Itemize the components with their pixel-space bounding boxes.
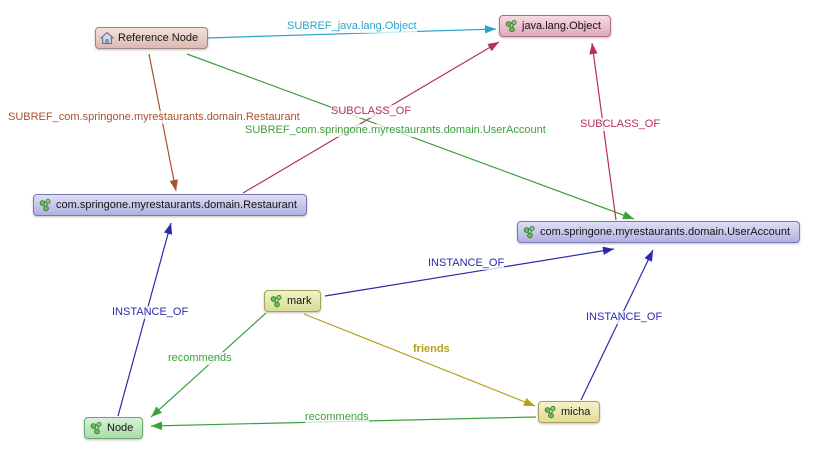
edge-arrowhead-instance-of-node (164, 223, 173, 235)
edge-arrowhead-subref-useraccount (622, 211, 634, 220)
edge-label-friends: friends (413, 343, 450, 356)
graph-node-icon (522, 225, 536, 239)
edge-arrowhead-recommends-mark-node (151, 406, 162, 417)
node-micha[interactable]: micha (538, 401, 601, 423)
node-restaurant-class[interactable]: com.springone.myrestaurants.domain.Resta… (33, 194, 307, 216)
node-useraccount-class[interactable]: com.springone.myrestaurants.domain.UserA… (517, 221, 801, 243)
graph-node-icon (38, 198, 52, 212)
edge-label-subref-restaurant: SUBREF_com.springone.myrestaurants.domai… (8, 111, 300, 124)
node-label: micha (561, 406, 591, 418)
edge-label-instance-of-micha: INSTANCE_OF (586, 311, 663, 324)
graph-node-icon (269, 294, 283, 308)
node-node[interactable]: Node (84, 417, 144, 439)
edge-instance-of-node[interactable] (117, 222, 172, 417)
edge-instance-of-mark[interactable] (324, 248, 615, 297)
edge-arrowhead-subclass-of-useraccount (589, 43, 598, 55)
edge-label-subref-object: SUBREF_java.lang.Object (287, 20, 417, 33)
edge-arrowhead-subref-object (484, 25, 496, 34)
edge-subref-object[interactable] (206, 28, 497, 39)
edge-recommends-mark-node[interactable] (150, 312, 267, 418)
edge-friends[interactable] (303, 313, 536, 407)
node-label: java.lang.Object (522, 20, 601, 32)
graph-node-icon (504, 19, 518, 33)
edge-label-subref-useraccount: SUBREF_com.springone.myrestaurants.domai… (245, 124, 546, 137)
edge-label-recommends-mark-node: recommends (168, 352, 232, 365)
edge-arrowhead-instance-of-micha (644, 250, 653, 262)
node-java-lang-object[interactable]: java.lang.Object (499, 15, 611, 37)
edge-label-subclass-of-restaurant: SUBCLASS_OF (331, 105, 412, 118)
edge-label-recommends-micha-node: recommends (305, 411, 369, 424)
edge-arrowhead-recommends-micha-node (151, 421, 163, 430)
edge-arrowhead-instance-of-mark (602, 246, 614, 255)
edge-arrowhead-subref-restaurant (169, 179, 178, 191)
edge-arrowhead-subclass-of-restaurant (487, 42, 499, 52)
edge-label-instance-of-node: INSTANCE_OF (112, 306, 189, 319)
node-label: mark (287, 295, 312, 307)
node-reference-node[interactable]: Reference Node (95, 27, 209, 49)
home-icon (100, 31, 114, 45)
node-label: com.springone.myrestaurants.domain.Resta… (56, 199, 297, 211)
node-label: com.springone.myrestaurants.domain.UserA… (540, 226, 791, 238)
edge-subclass-of-useraccount[interactable] (591, 42, 617, 221)
edge-label-instance-of-mark: INSTANCE_OF (428, 257, 505, 270)
node-label: Node (107, 422, 134, 434)
node-mark[interactable]: mark (264, 290, 322, 312)
graph-node-icon (543, 405, 557, 419)
edge-arrowhead-friends (523, 398, 535, 406)
edge-label-subclass-of-useraccount: SUBCLASS_OF (580, 118, 661, 131)
edge-instance-of-micha[interactable] (580, 249, 654, 401)
graph-node-icon (89, 421, 103, 435)
node-label: Reference Node (118, 32, 199, 44)
